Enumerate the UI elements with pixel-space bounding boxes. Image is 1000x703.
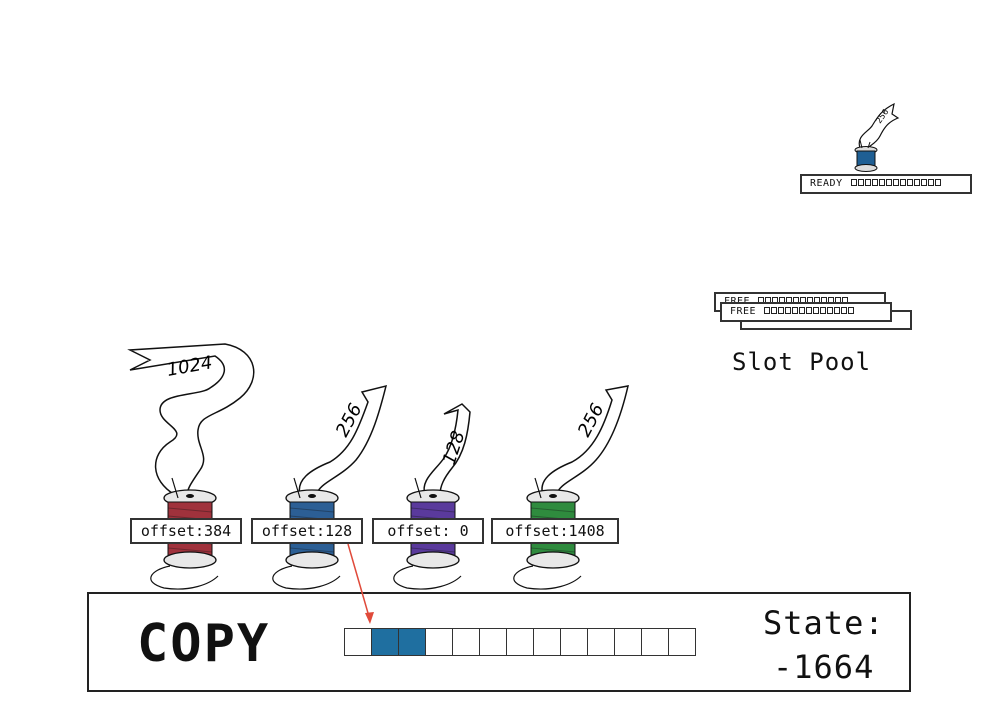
copy-arrow [347,543,374,624]
slot-pool: FREE FREE FREE Slot Pool [710,290,920,380]
slot-cell [850,179,857,186]
thread-tail [272,565,341,590]
ready-spool-icon: 256 [854,102,900,172]
buffer-cell-empty [614,628,642,656]
pool-cells [764,304,855,320]
slot-cell [906,179,913,186]
ready-label: READY [810,178,843,189]
slot-cell [813,307,820,314]
thread-tail [150,565,219,590]
offset-box-1: offset:384 [130,518,242,544]
slot-cell [864,179,871,186]
thread-line [530,547,576,553]
ready-slot: 256 READY [798,98,972,196]
mode-label: COPY [137,614,271,674]
thread-line [167,547,213,553]
slot-cell [857,179,864,186]
buffer-cell-empty [506,628,534,656]
slot-pool-title: Slot Pool [732,348,872,376]
needle [293,477,301,499]
thread-tail [393,565,462,590]
slot-cell [871,179,878,186]
ribbon-label: 128 [439,428,470,467]
slot-cell [799,307,806,314]
slot-cell [785,307,792,314]
spool-hole [308,494,316,498]
buffer-cell-empty [533,628,561,656]
slot-cell [792,307,799,314]
ribbon [423,403,471,496]
slot-cell [927,179,934,186]
slot-cell [920,179,927,186]
buffer-cell-empty [452,628,480,656]
slot-cell [827,307,834,314]
spool-bottom [163,551,217,569]
slot-cell [848,307,855,314]
spool-bottom [526,551,580,569]
needle [414,477,422,499]
slot-cell [771,307,778,314]
spool-hole [429,494,437,498]
slot-cell [778,307,785,314]
thread-line [289,507,335,513]
slot-cell [934,179,941,186]
spool-bottom [406,551,460,569]
buffer-cell-empty [668,628,696,656]
slot-cell [834,307,841,314]
state-label: State: [763,604,885,642]
needle [171,477,179,499]
thread-line [289,547,335,553]
slot-cell [820,307,827,314]
thread-line [410,547,456,553]
spool-hole [549,494,557,498]
buffer-cell-filled [398,628,426,656]
spool-3: 128 [393,403,471,590]
slot-cell [764,307,771,314]
buffer-cells [344,628,696,656]
slot-cell [841,307,848,314]
copy-panel: COPY State: -1664 [87,592,911,692]
thread-line [530,507,576,513]
spool-bottom [285,551,339,569]
offset-box-4: offset:1408 [491,518,619,544]
buffer-cell-empty [641,628,669,656]
thread-line [410,507,456,513]
offset-box-3: offset: 0 [372,518,484,544]
slot-cell [806,307,813,314]
ribbon [127,343,255,496]
pool-card-2: FREE [720,302,892,322]
thread-tail [513,565,582,590]
ready-cells [850,176,942,192]
buffer-cell-empty [587,628,615,656]
buffer-cell-empty [425,628,453,656]
ready-slot-card: READY [800,174,972,194]
slot-cell [913,179,920,186]
buffer-cell-empty [560,628,588,656]
slot-cell [885,179,892,186]
slot-cell [878,179,885,186]
needle [534,477,542,499]
ribbon [541,385,629,496]
offset-box-2: offset:128 [251,518,363,544]
ribbon [298,384,388,496]
slot-cell [899,179,906,186]
spool-1: 1024 [127,343,255,590]
thread-line [167,507,213,513]
spool-4: 256 [513,385,629,590]
spool-hole [186,494,194,498]
slot-cell [892,179,899,186]
buffer-cell-empty [479,628,507,656]
state-value: -1664 [773,648,875,686]
